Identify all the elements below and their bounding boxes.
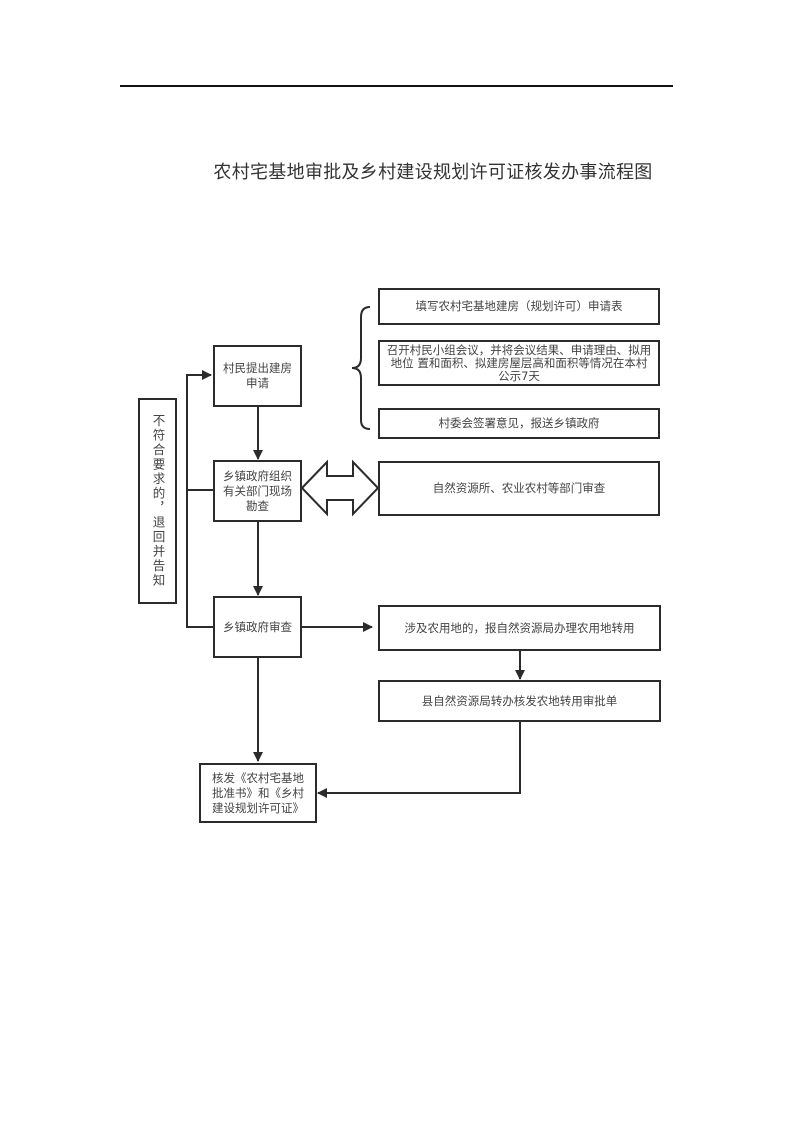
node-issue: 核发《农村宅基地批准书》和《乡村建设规划许可证》: [199, 763, 317, 823]
node-apply-label: 村民提出建房申请: [223, 361, 292, 390]
node-committee: 村委会签署意见，报送乡镇政府: [378, 408, 660, 439]
node-reject-label: 不符合要求的，退回并告知: [150, 414, 166, 588]
node-meeting-label: 召开村民小组会议，并将会议结果、申请理由、拟用地位 置和面积、拟建房屋层高和面积…: [386, 342, 652, 383]
node-review: 乡镇政府审查: [213, 596, 302, 658]
node-inspect: 乡镇政府组织有关部门现场勘查: [213, 460, 302, 522]
node-meeting: 召开村民小组会议，并将会议结果、申请理由、拟用地位 置和面积、拟建房屋层高和面积…: [378, 340, 660, 386]
node-farmland: 涉及农用地的，报自然资源局办理农用地转用: [378, 605, 661, 651]
node-review-label: 乡镇政府审查: [223, 619, 292, 634]
node-dept-review-label: 自然资源所、农业农村等部门审查: [432, 481, 606, 495]
node-fill-form-label: 填写农村宅基地建房（规划许可）申请表: [415, 299, 623, 313]
page-title: 农村宅基地审批及乡村建设规划许可证核发办事流程图: [213, 162, 653, 183]
node-farmland-label: 涉及农用地的，报自然资源局办理农用地转用: [404, 620, 635, 635]
node-committee-label: 村委会签署意见，报送乡镇政府: [438, 416, 600, 430]
loopback-line: [186, 370, 213, 628]
header-rule: [120, 85, 673, 87]
node-dept-review: 自然资源所、农业农村等部门审查: [378, 461, 660, 516]
node-county-label: 县自然资源局转办核发农地转用审批单: [421, 693, 618, 708]
arrow-county-issue: [317, 721, 521, 798]
double-arrow: [300, 459, 380, 517]
node-fill-form: 填写农村宅基地建房（规划许可）申请表: [378, 288, 660, 325]
brace: [351, 306, 371, 430]
node-reject: 不符合要求的，退回并告知: [138, 398, 177, 604]
node-inspect-label: 乡镇政府组织有关部门现场勘查: [223, 468, 292, 513]
node-issue-label: 核发《农村宅基地批准书》和《乡村建设规划许可证》: [212, 770, 304, 815]
node-county: 县自然资源局转办核发农地转用审批单: [378, 680, 661, 722]
node-apply: 村民提出建房申请: [213, 345, 302, 407]
